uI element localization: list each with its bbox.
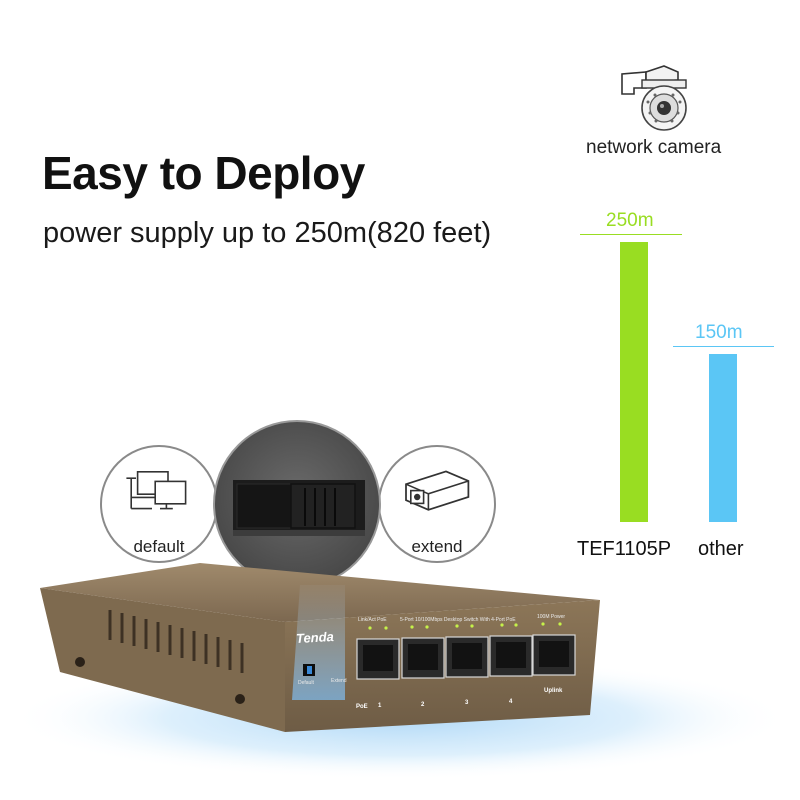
bar-value-label: 250m: [606, 210, 654, 231]
zoom-switch-detail: [233, 480, 365, 536]
computer-monitors-icon: [126, 471, 187, 510]
port-label-uplink: Uplink: [544, 688, 563, 694]
page-subtitle: power supply up to 250m(820 feet): [43, 217, 492, 249]
port-label-poe: PoE: [356, 704, 368, 710]
switch-default-label: Default: [298, 680, 314, 686]
led-label-right: 100M Power: [537, 614, 566, 620]
bar-category-label: other: [698, 538, 744, 560]
model-label: 5-Port 10/100Mbps Desktop Switch With 4-…: [400, 617, 516, 623]
switch-zoom-circle: [213, 420, 381, 588]
port-label-1: 1: [378, 703, 382, 709]
rj45-ports: [356, 634, 576, 680]
brand-logo: Tenda: [295, 629, 335, 646]
dome-camera-icon: [621, 65, 687, 131]
port-label-4: 4: [509, 699, 513, 705]
bar-category-label: TEF1105P: [577, 538, 672, 560]
switch-extend-label: Extend: [331, 678, 347, 684]
bar-value-line: [673, 346, 774, 347]
extend-mode-circle: extend: [378, 445, 496, 563]
bar-value-line: [580, 234, 682, 235]
bullet-camera-icon: [405, 470, 470, 511]
bar-value-label: 150m: [695, 322, 743, 343]
extend-mode-label: extend: [411, 537, 463, 556]
bar-other: [709, 354, 737, 522]
led-label-left: Link/Act PoE: [358, 617, 387, 623]
bar-tef1105p: [620, 242, 648, 522]
camera-label: network camera: [586, 137, 722, 158]
port-label-3: 3: [465, 700, 469, 706]
port-label-2: 2: [421, 702, 425, 708]
default-mode-circle: default: [100, 445, 218, 563]
page-title: Easy to Deploy: [42, 147, 365, 199]
default-mode-label: default: [133, 537, 185, 556]
